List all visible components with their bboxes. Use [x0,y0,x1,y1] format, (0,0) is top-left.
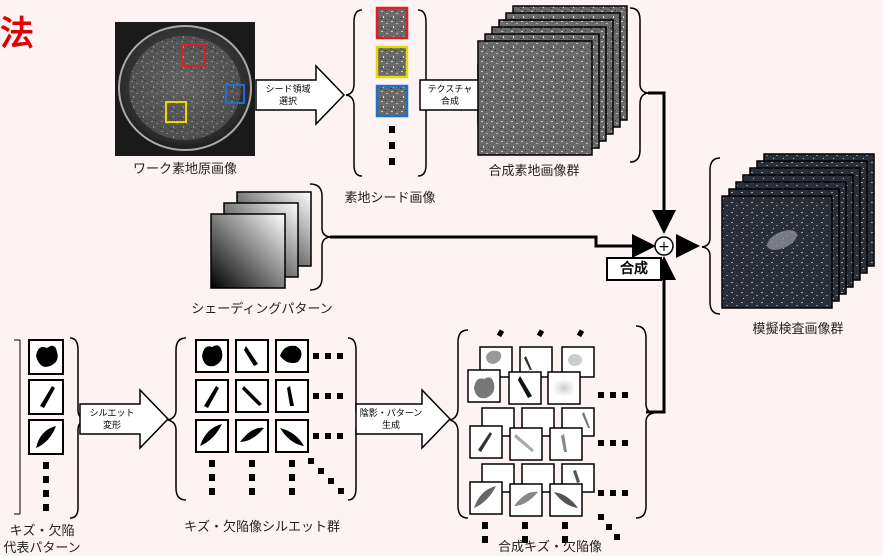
synth-defect-brace-left [450,330,468,518]
work-original-image [115,22,255,156]
arrow-silhouette-line1: シルエット [89,409,134,419]
seed-ellipsis [389,126,395,165]
caption-synth-base-group: 合成素地画像群 [488,160,579,179]
arrow-shadow-line1: 陰影・パターン [360,407,423,419]
arrow-silhouette-transform: シルエット 変形 [80,390,168,448]
caption-work-original: ワーク素地原画像 [133,158,237,177]
shading-pattern-stack [211,192,311,288]
arrow-seed-select-line1: シード領域 [265,83,310,95]
arrow-seed-select-line2: 選択 [279,95,297,107]
synth-defect-grid [468,329,628,543]
arrow-texture-line2: 合成 [441,95,459,107]
arrow-seed-select: シード領域 選択 [256,66,344,124]
caption-silhouette-group: キズ・欠陥像シルエット群 [184,516,340,535]
caption-synth-defect-images: 合成キズ・欠陥像 [498,536,602,555]
caption-simulated-group: 模擬検査画像群 [752,318,843,337]
shading-brace [310,184,330,290]
silhouette-grid [196,340,344,495]
synth-base-brace [630,8,648,162]
simulated-brace [702,158,720,314]
defect-rep-bracket-left [14,340,20,514]
caption-defect-rep-line2: 代表パターン [3,537,80,556]
seed-brace-left [346,10,362,176]
caption-seed-images: 素地シード画像 [344,187,435,206]
arrow-silhouette-line2: 変形 [103,419,121,431]
arrow-shadow-generation: 陰影・パターン 生成 [356,390,450,448]
arrow-shadow-line2: 生成 [382,419,400,431]
combine-plus: + [655,237,673,255]
synth-base-image-stack [478,6,627,155]
simulated-image-stack [722,154,874,308]
plus-symbol: + [658,239,670,255]
caption-shading-pattern: シェーディングパターン [191,298,332,317]
arrow-texture-line1: テクスチャ [428,84,473,95]
seed-image-red [377,8,407,38]
seed-images [377,8,407,165]
combine-label: 合成 [606,257,662,281]
seed-image-blue [377,86,407,116]
synth-defect-brace-right [636,326,654,518]
seed-image-yellow [377,47,407,77]
silhouette-brace-left [168,338,186,500]
defect-representative-patterns [29,340,63,511]
